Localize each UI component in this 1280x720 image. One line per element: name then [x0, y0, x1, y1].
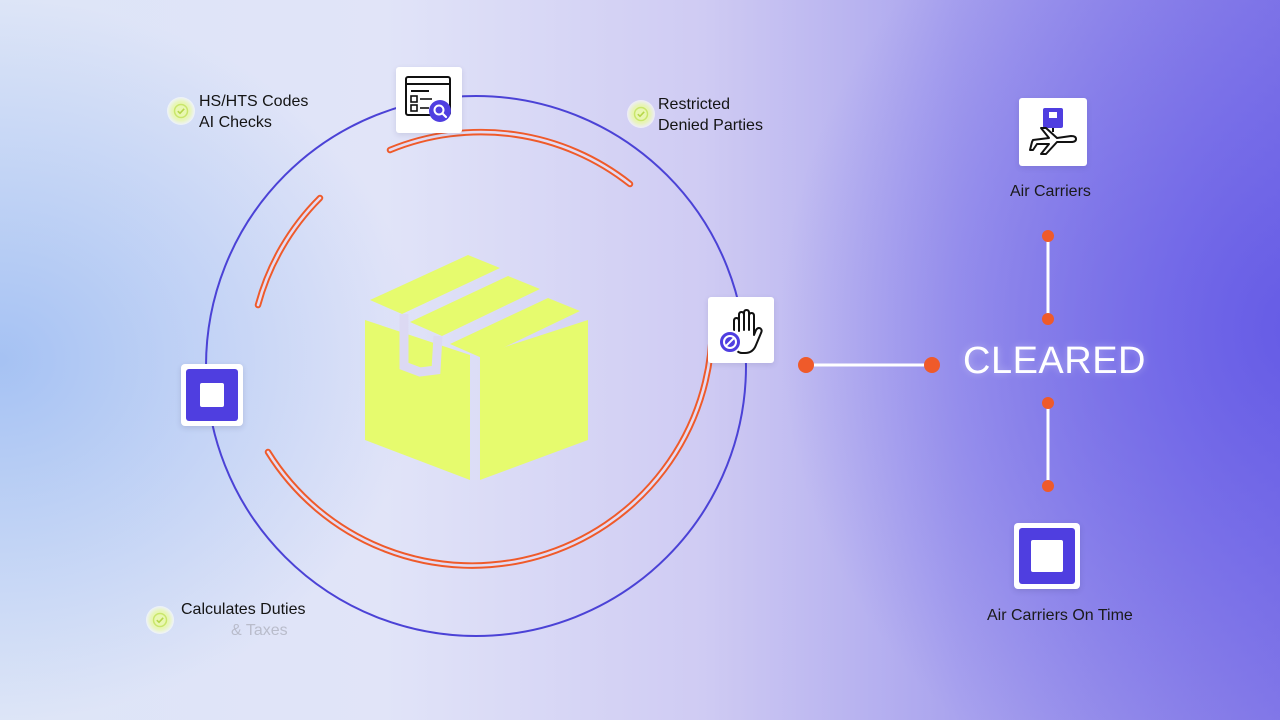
- check-label-line2: & Taxes: [231, 622, 288, 639]
- stop-hand-icon: [718, 309, 763, 354]
- square-stop-card-left: [181, 364, 243, 426]
- square-stop-icon: [186, 369, 238, 421]
- arc-left: [254, 194, 324, 309]
- connector-top: [1042, 230, 1054, 325]
- connector-bottom: [1042, 397, 1054, 492]
- destination-bottom-label: Air Carriers On Time: [987, 607, 1133, 624]
- square-stop-card-bottom: [1014, 523, 1080, 589]
- check-label-restricted: Restricted Denied Parties: [658, 94, 763, 136]
- airplane-package-icon: [1029, 108, 1077, 155]
- restricted-card: [708, 297, 774, 363]
- package-box-icon: [365, 255, 588, 480]
- check-icon: [167, 97, 195, 125]
- connector-horizontal: [798, 357, 940, 373]
- square-stop-icon: [1019, 528, 1075, 584]
- check-icon: [627, 100, 655, 128]
- check-label-duties: Calculates Duties & Taxes: [181, 599, 306, 641]
- document-search-icon: [405, 76, 451, 122]
- air-carriers-card: [1019, 98, 1087, 166]
- check-label-line1: Calculates Duties: [181, 601, 306, 618]
- outer-ring: [205, 95, 747, 637]
- check-label-line2: Denied Parties: [658, 117, 763, 134]
- document-search-card: [396, 67, 462, 133]
- check-label-line1: Restricted: [658, 96, 731, 113]
- check-label-hs-codes: HS/HTS Codes AI Checks: [199, 91, 308, 133]
- check-label-line2: AI Checks: [199, 114, 272, 131]
- destination-top-label: Air Carriers: [1010, 183, 1091, 200]
- arc-top: [386, 128, 634, 188]
- check-label-line1: HS/HTS Codes: [199, 93, 309, 110]
- check-icon: [146, 606, 174, 634]
- cleared-status: CLEARED: [963, 340, 1146, 382]
